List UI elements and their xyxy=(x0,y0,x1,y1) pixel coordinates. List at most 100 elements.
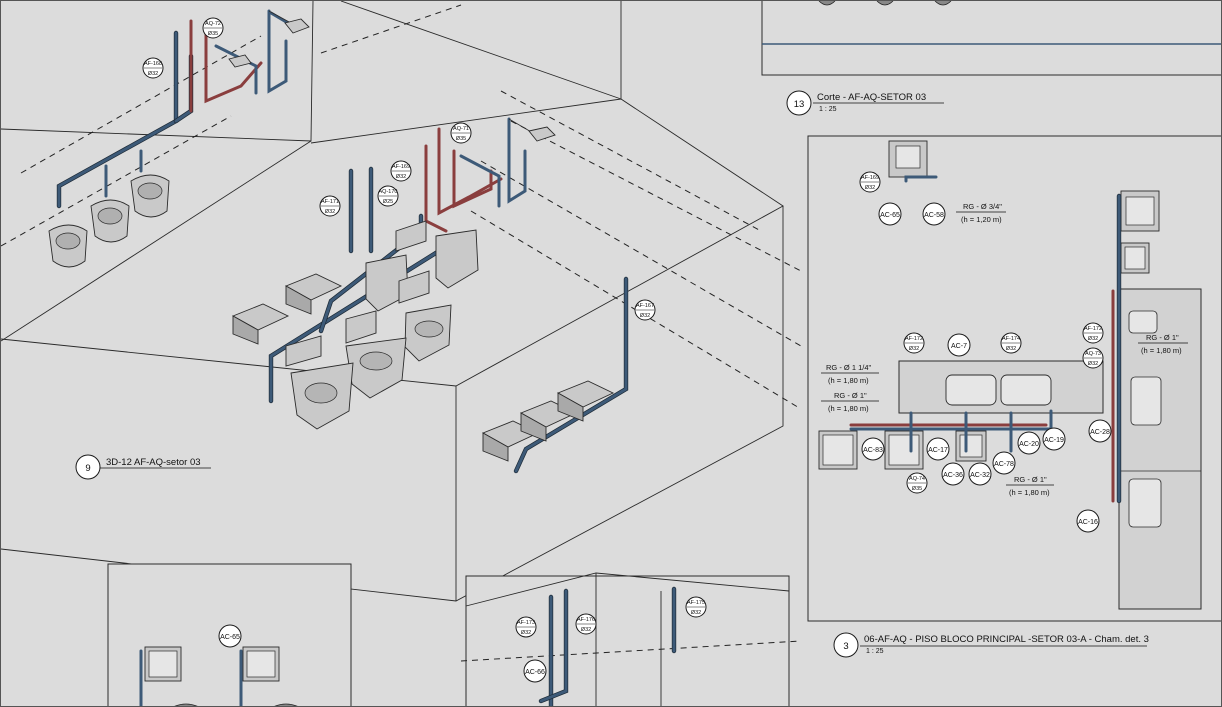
iso-tag-bottom: Ø35 xyxy=(456,136,466,142)
plan-tag-top: AF-175 xyxy=(687,600,705,606)
plan-tag: AF-172 Ø32 xyxy=(1082,322,1104,344)
ac-tag-label: AC-16 xyxy=(1078,519,1098,526)
urinal-fixtures xyxy=(48,174,170,268)
plan-tag-bottom: Ø32 xyxy=(1006,346,1016,352)
plan-tag: AQ-74 Ø35 xyxy=(906,472,928,494)
ac-tag-label: AC-20 xyxy=(1019,441,1039,448)
view-title: 06-AF-AQ - PISO BLOCO PRINCIPAL -SETOR 0… xyxy=(864,634,1149,645)
iso-tag-top: AF-168 xyxy=(144,61,162,67)
ac-tag: AC-7 xyxy=(947,333,971,357)
iso-tag-top: AQ-71 xyxy=(453,126,469,132)
iso-tag-bottom: Ø32 xyxy=(325,209,335,215)
pipe-note-line2: (h = 1,80 m) xyxy=(828,404,869,413)
ac-tag-label: AC-36 xyxy=(943,472,963,479)
plan-tag-top: AF-174 xyxy=(1002,336,1020,342)
iso-tag-top: AF-169 xyxy=(392,164,410,170)
plan-tag-bottom: Ø32 xyxy=(691,610,701,616)
pipe-note-line1: RG - Ø 1" xyxy=(1014,475,1047,484)
view-scale: 1 : 25 xyxy=(866,648,884,655)
view-3-title[interactable]: 3 06-AF-AQ - PISO BLOCO PRINCIPAL -SETOR… xyxy=(833,632,1149,658)
view-number: 3 xyxy=(843,641,848,652)
plan-tag-bottom: Ø32 xyxy=(1088,361,1098,367)
iso-tag: AF-171 Ø32 xyxy=(319,195,341,217)
iso-tag-bottom: Ø32 xyxy=(640,313,650,319)
view-13-title[interactable]: 13 Corte - AF-AQ-SETOR 03 1 : 25 xyxy=(786,90,944,116)
plan-tag: AF-175 Ø32 xyxy=(685,596,707,618)
iso-tag: AF-168 Ø32 xyxy=(142,57,164,79)
plan-tag: AF-169 Ø32 xyxy=(859,171,881,193)
pipe-note-line1: RG - Ø 3/4" xyxy=(963,202,1002,211)
plan-tag: AF-174 Ø32 xyxy=(1000,332,1022,354)
iso-tag-top: AQ-170 xyxy=(379,189,398,195)
plan-tag-bottom: Ø32 xyxy=(909,346,919,352)
ac-tag: AC-32 xyxy=(968,462,992,486)
ac-tag: AC-78 xyxy=(992,451,1016,475)
ac-tag-label: AC-78 xyxy=(994,461,1014,468)
pipe-note-line2: (h = 1,80 m) xyxy=(1141,346,1182,355)
ac-tag: AC-83 xyxy=(861,437,885,461)
plan-tag: AF-173 Ø32 xyxy=(515,616,537,638)
view-scale: 1 : 25 xyxy=(819,106,837,113)
plan-tag-bottom: Ø35 xyxy=(912,486,922,492)
ac-tag-label: AC-65 xyxy=(880,212,900,219)
ac-tag: AC-65 xyxy=(218,624,242,648)
ac-tag: AC-66 xyxy=(523,659,547,683)
pipe-note-line1: RG - Ø 1" xyxy=(834,391,867,400)
plan-tag: AF-172 Ø32 xyxy=(903,332,925,354)
ac-tag-label: AC-65 xyxy=(220,634,240,641)
ac-tag-label: AC-7 xyxy=(951,343,967,350)
pipe-note: RG - Ø 3/4" (h = 1,20 m) xyxy=(956,202,1006,224)
shower-head-icon xyxy=(228,54,252,68)
view-number: 9 xyxy=(85,463,90,474)
shower-head-icon xyxy=(528,126,556,142)
plan-tag-top: AF-172 xyxy=(905,336,923,342)
plan-tag: AQ-73 Ø32 xyxy=(1082,347,1104,369)
iso-tag-top: AF-167 xyxy=(636,303,654,309)
ac-tag-label: AC-83 xyxy=(863,447,883,454)
pipe-note-line2: (h = 1,20 m) xyxy=(961,215,1002,224)
section-panel-top xyxy=(761,1,1221,76)
ac-tag: AC-58 xyxy=(922,202,946,226)
iso-tag: AQ-72 Ø35 xyxy=(202,17,224,39)
ac-tag-label: AC-19 xyxy=(1044,437,1064,444)
ac-tag-label: AC-32 xyxy=(970,472,990,479)
pipe-note: RG - Ø 1" (h = 1,80 m) xyxy=(1138,333,1188,355)
iso-tag: AQ-71 Ø35 xyxy=(450,122,472,144)
iso-pipes-left xyxy=(56,9,295,209)
iso-sinks-right xyxy=(481,380,615,462)
plan-panel xyxy=(807,135,1221,622)
plan-tag-bottom: Ø32 xyxy=(865,185,875,191)
ac-tag: AC-19 xyxy=(1042,427,1066,451)
shower-head-icon xyxy=(284,18,310,34)
view-number: 13 xyxy=(794,99,805,110)
plan-tag-bottom: Ø32 xyxy=(581,627,591,633)
pipe-note-line2: (h = 1,80 m) xyxy=(828,376,869,385)
iso-tag-bottom: Ø25 xyxy=(383,199,393,205)
ac-tag: AC-16 xyxy=(1076,509,1100,533)
ac-tag-label: AC-28 xyxy=(1090,429,1110,436)
ac-tag-label: AC-66 xyxy=(525,669,545,676)
pipe-note: RG - Ø 1" (h = 1,80 m) xyxy=(1006,475,1054,497)
plan-tag-top: AF-172 xyxy=(1084,326,1102,332)
iso-tag-bottom: Ø35 xyxy=(208,31,218,37)
pipe-note: RG - Ø 1 1/4" (h = 1,80 m) xyxy=(821,363,879,385)
plan-tag-top: AF-169 xyxy=(861,175,879,181)
view-9-title[interactable]: 9 3D-12 AF-AQ-setor 03 xyxy=(75,454,211,480)
bottom-mid-panel xyxy=(460,572,802,706)
pipe-note: RG - Ø 1" (h = 1,80 m) xyxy=(821,391,879,413)
ac-tag: AC-20 xyxy=(1017,431,1041,455)
iso-tag: AF-169 Ø32 xyxy=(390,160,412,182)
iso-tag-top: AQ-72 xyxy=(205,21,221,27)
plan-tag: AF-176 Ø32 xyxy=(575,613,597,635)
iso-tag-bottom: Ø32 xyxy=(148,71,158,77)
pipe-note-line1: RG - Ø 1 1/4" xyxy=(826,363,872,372)
plan-tag-top: AF-176 xyxy=(577,617,595,623)
pipe-note-line1: RG - Ø 1" xyxy=(1146,333,1179,342)
plan-tag-top: AQ-73 xyxy=(1085,351,1101,357)
ac-tag: AC-65 xyxy=(878,202,902,226)
iso-tag: AF-167 Ø32 xyxy=(634,299,656,321)
ac-tag-label: AC-58 xyxy=(924,212,944,219)
plan-tag-top: AF-173 xyxy=(517,620,535,626)
